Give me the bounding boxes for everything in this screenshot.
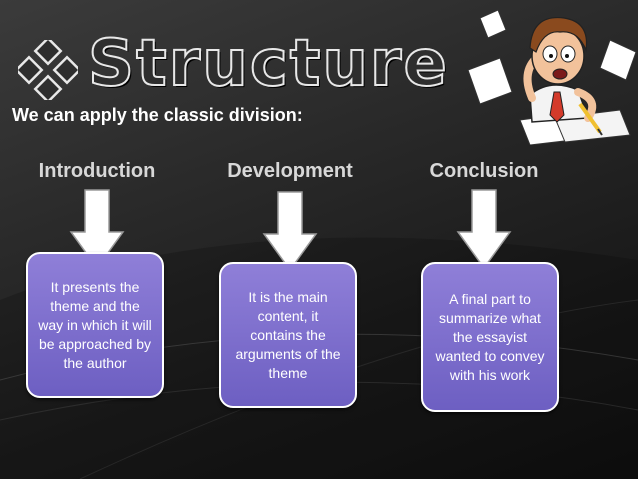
box-development-text: It is the main content, it contains the …: [235, 288, 341, 381]
heading-conclusion: Conclusion: [429, 160, 539, 182]
box-development: It is the main content, it contains the …: [219, 262, 357, 408]
heading-introduction: Introduction: [38, 160, 156, 182]
down-arrow-icon: [69, 189, 125, 270]
box-conclusion: A final part to summarize what the essay…: [421, 262, 559, 412]
page-title: Structure: [87, 26, 449, 102]
title-row: Structure: [18, 18, 448, 102]
stressed-writer-illustration: [467, 9, 637, 145]
down-arrow-icon: [456, 189, 512, 270]
heading-development: Development: [227, 160, 353, 182]
box-introduction: It presents the theme and the way in whi…: [26, 252, 164, 398]
down-arrow-icon: [262, 191, 318, 272]
box-introduction-text: It presents the theme and the way in whi…: [38, 278, 152, 371]
box-conclusion-text: A final part to summarize what the essay…: [435, 290, 545, 383]
subtitle: We can apply the classic division:: [12, 105, 303, 125]
diamond-bullet-icon: [18, 40, 78, 100]
